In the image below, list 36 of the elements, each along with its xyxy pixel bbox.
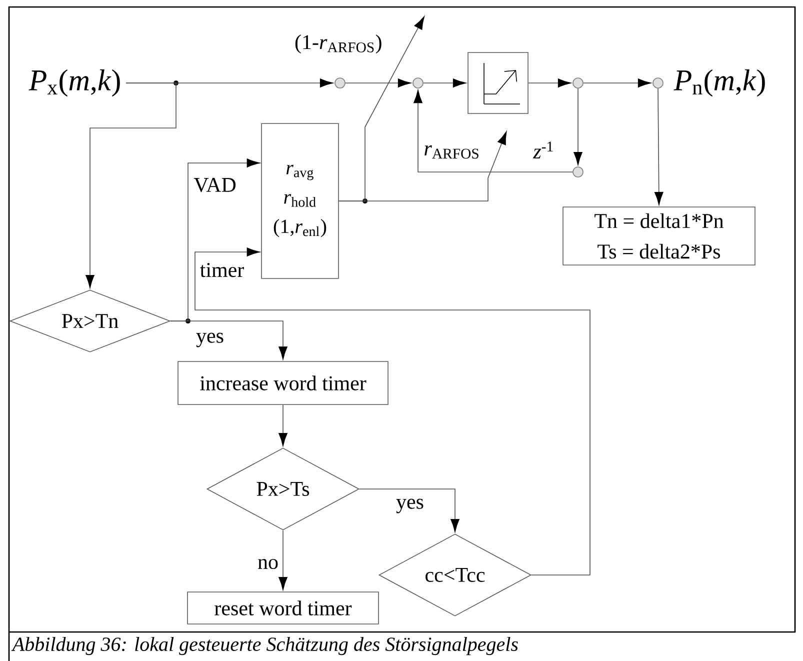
arrow bbox=[170, 320, 288, 360]
arrow bbox=[194, 248, 590, 576]
arrow bbox=[278, 530, 288, 590]
summing-point bbox=[572, 78, 584, 88]
limiter-box bbox=[468, 52, 528, 114]
arrow bbox=[574, 88, 582, 166]
arrow bbox=[359, 488, 460, 532]
arrow bbox=[338, 131, 507, 202]
process-box: r$_{avg}$ r$_{hold}$ (1,r$_{enl}$) bbox=[261, 123, 339, 279]
arrow bbox=[583, 78, 652, 88]
arrow bbox=[414, 90, 573, 172]
arrow bbox=[423, 78, 466, 88]
arrow bbox=[345, 78, 412, 88]
figure-caption: Abbildung 36: lokal gesteuerte Schätzung des Störsignalpegels bbox=[11, 636, 518, 656]
edge-label: no bbox=[256, 558, 280, 570]
edge-label: yes bbox=[194, 331, 226, 349]
signal-label: P$_{n}$(m,k) bbox=[674, 69, 765, 97]
process-box: Tn = delta1*Pn Ts = delta2*Ps bbox=[562, 206, 756, 266]
arrow bbox=[86, 82, 176, 288]
parameter-label: (1-r$_{ARFOS}$) bbox=[295, 34, 382, 54]
edge-label: VAD bbox=[192, 176, 238, 194]
junction-dot bbox=[186, 318, 190, 324]
arrow bbox=[278, 404, 288, 446]
process-box: increase word timer bbox=[178, 361, 388, 405]
summing-point bbox=[412, 78, 424, 88]
parameter-label: r$_{ARFOS}$ bbox=[424, 145, 478, 159]
summing-point bbox=[572, 166, 584, 178]
arrow bbox=[654, 88, 664, 206]
summing-point bbox=[652, 78, 664, 88]
edge-label: z$^{-1}$ bbox=[532, 140, 556, 160]
summing-point bbox=[334, 78, 346, 88]
edge-label: timer bbox=[198, 262, 246, 278]
edge-label: yes bbox=[394, 497, 426, 515]
arrow bbox=[528, 78, 572, 88]
signal-label: P$_{x}$(m,k) bbox=[28, 69, 120, 97]
process-box: reset word timer bbox=[187, 592, 379, 624]
